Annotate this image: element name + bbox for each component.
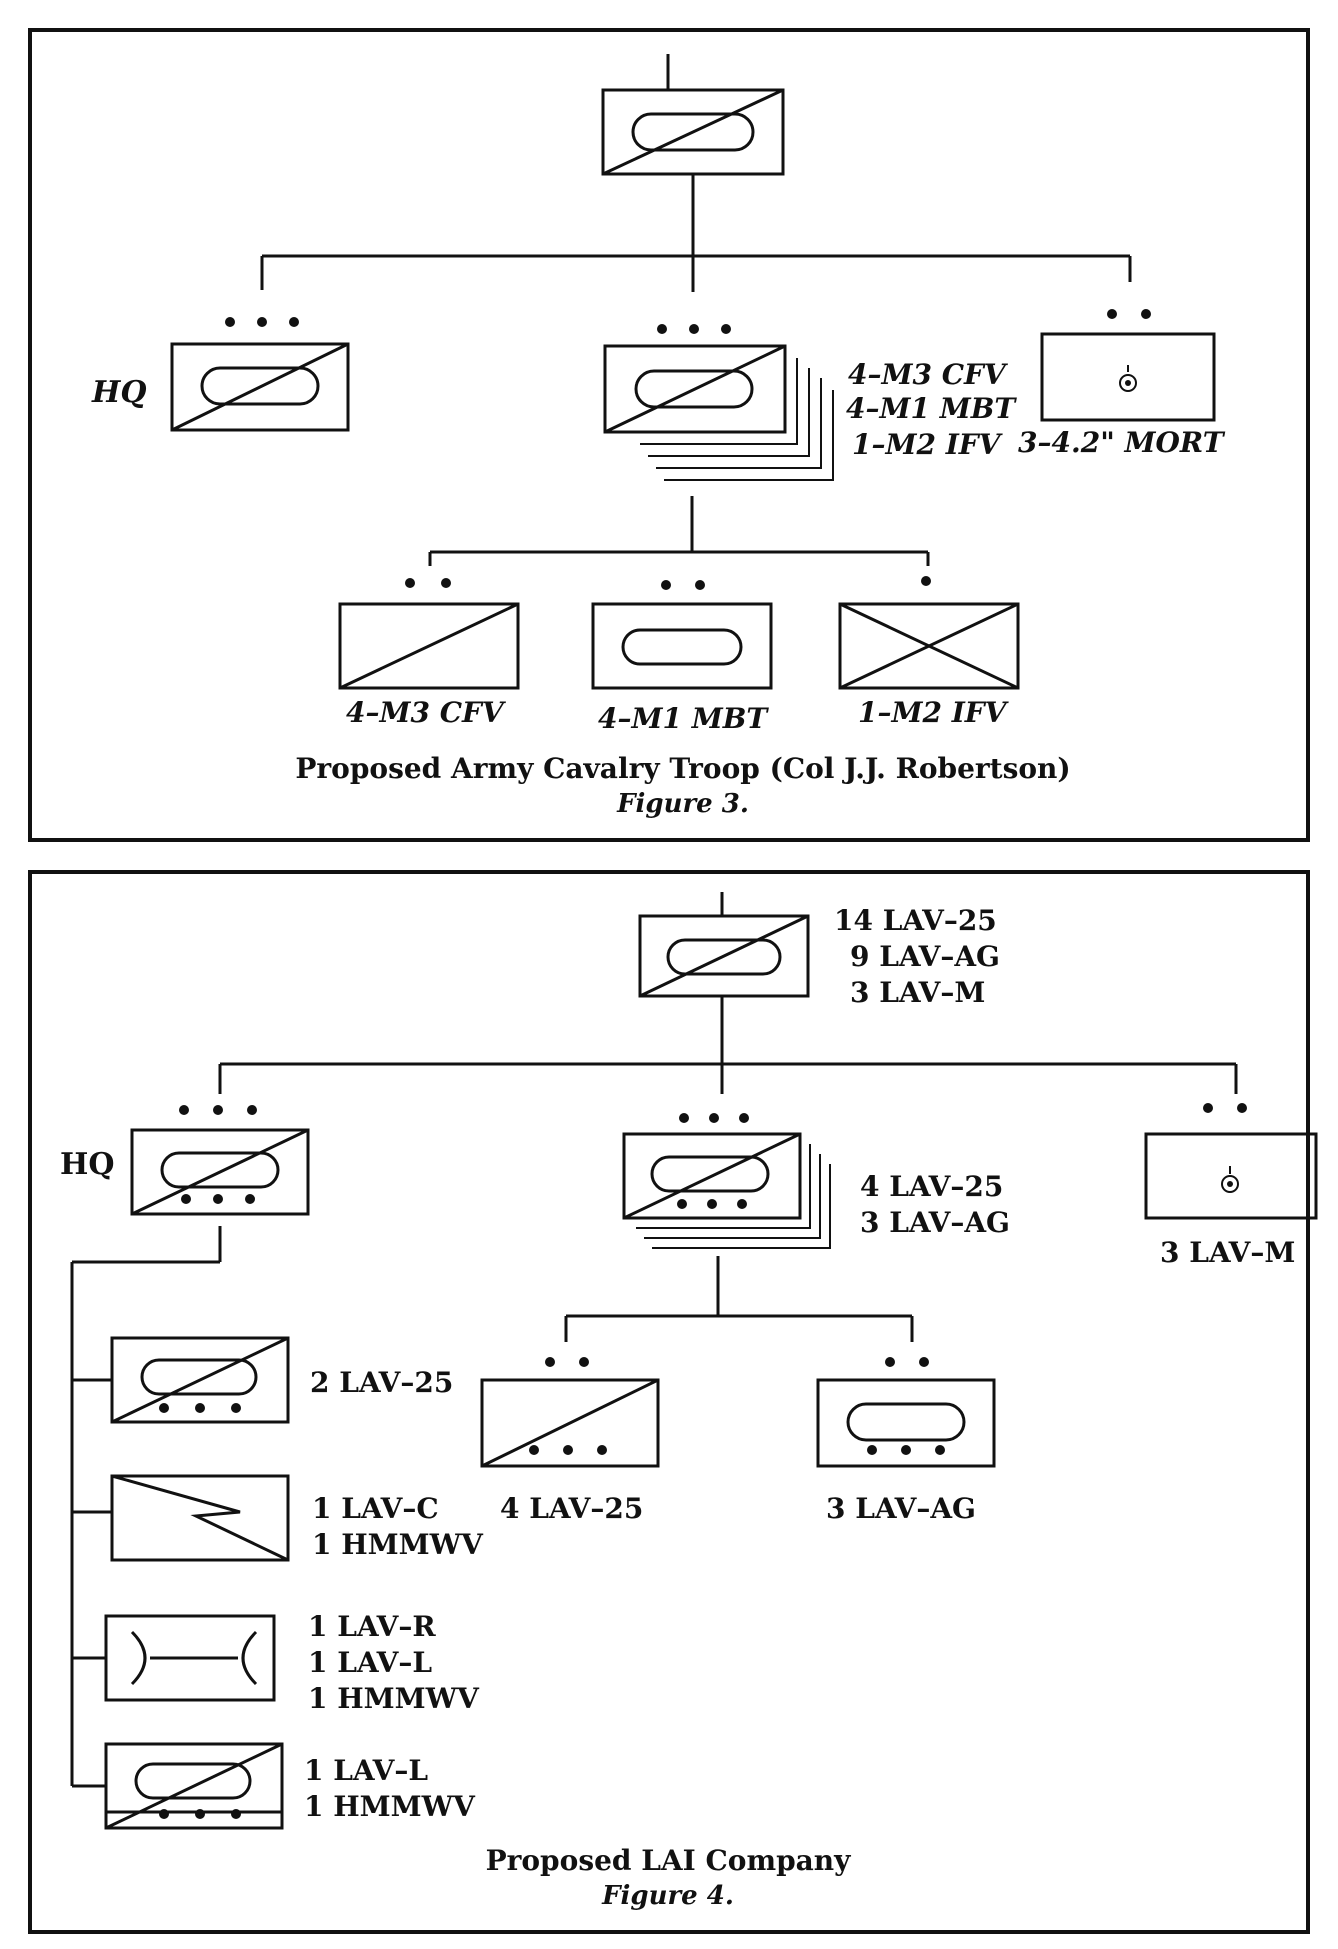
cfv-section-symbol: [338, 602, 520, 690]
f4-platoon-line1: 4 LAV–25: [860, 1170, 1003, 1203]
platoon-symbol: [603, 344, 834, 481]
hq-section-lav25-symbol: [110, 1336, 290, 1424]
f4-caption: Proposed LAI Company: [486, 1844, 852, 1877]
mbt-section-symbol: [591, 602, 773, 690]
f3-sub-mbt: 4–M1 MBT: [598, 702, 769, 735]
figure4-border: [28, 870, 1310, 1934]
f4-hq-sec2-line2: 1 HMMWV: [312, 1528, 484, 1561]
f4-company-line3: 3 LAV–M: [850, 976, 985, 1009]
f4-company-line1: 14 LAV–25: [834, 904, 997, 937]
hq-recon-symbol: [104, 1614, 276, 1702]
f4-hq-sec2-line1: 1 LAV–C: [312, 1492, 439, 1525]
f4-hq-sec1: 2 LAV–25: [310, 1366, 453, 1399]
section-lavag-symbol: [816, 1378, 996, 1468]
lai-hq-symbol: [130, 1128, 310, 1216]
f3-platoon-label-2: 4–M1 MBT: [846, 392, 1017, 425]
f3-hq-label: HQ: [91, 375, 146, 410]
f4-figure-label: Figure 4.: [601, 1881, 734, 1911]
section-lav25-symbol: [480, 1378, 660, 1468]
f3-platoon-label-1: 4–M3 CFV: [848, 358, 1009, 391]
company-symbol: [638, 914, 810, 998]
f4-hq-sec3-line3: 1 HMMWV: [308, 1682, 480, 1715]
f3-mortar-label: 3–4.2" MORT: [1018, 426, 1226, 459]
f4-hq-sec4-line2: 1 HMMWV: [304, 1790, 476, 1823]
figure3-border: [28, 28, 1310, 842]
lai-mortar-symbol: [1144, 1132, 1318, 1220]
troop-symbol: [601, 88, 785, 176]
f4-company-line2: 9 LAV–AG: [850, 940, 1000, 973]
f4-hq-sec4-line1: 1 LAV–L: [304, 1754, 428, 1787]
f3-sub-ifv: 1–M2 IFV: [858, 696, 1010, 729]
f4-hq-label: HQ: [60, 1147, 114, 1182]
f3-sub-cfv: 4–M3 CFV: [346, 696, 507, 729]
f4-sub-lavag: 3 LAV–AG: [826, 1492, 976, 1525]
f3-figure-label: Figure 3.: [616, 789, 749, 819]
hq-command-symbol: [110, 1474, 290, 1562]
f4-platoon-line2: 3 LAV–AG: [860, 1206, 1010, 1239]
hq-symbol: [170, 342, 350, 432]
f4-hq-sec3-line2: 1 LAV–L: [308, 1646, 432, 1679]
f4-hq-sec3-line1: 1 LAV–R: [308, 1610, 436, 1643]
mortar-symbol: [1040, 332, 1216, 422]
f3-platoon-label-3: 1–M2 IFV: [852, 428, 1004, 461]
f4-sub-lav25: 4 LAV–25: [500, 1492, 643, 1525]
hq-logistics-symbol: [104, 1742, 284, 1830]
strength-dots: [159, 309, 1247, 1819]
f4-mortar-label: 3 LAV–M: [1160, 1236, 1295, 1269]
ifv-section-symbol: [838, 602, 1020, 690]
f3-caption: Proposed Army Cavalry Troop (Col J.J. Ro…: [295, 752, 1070, 785]
lai-platoon-symbol: [622, 1132, 831, 1249]
